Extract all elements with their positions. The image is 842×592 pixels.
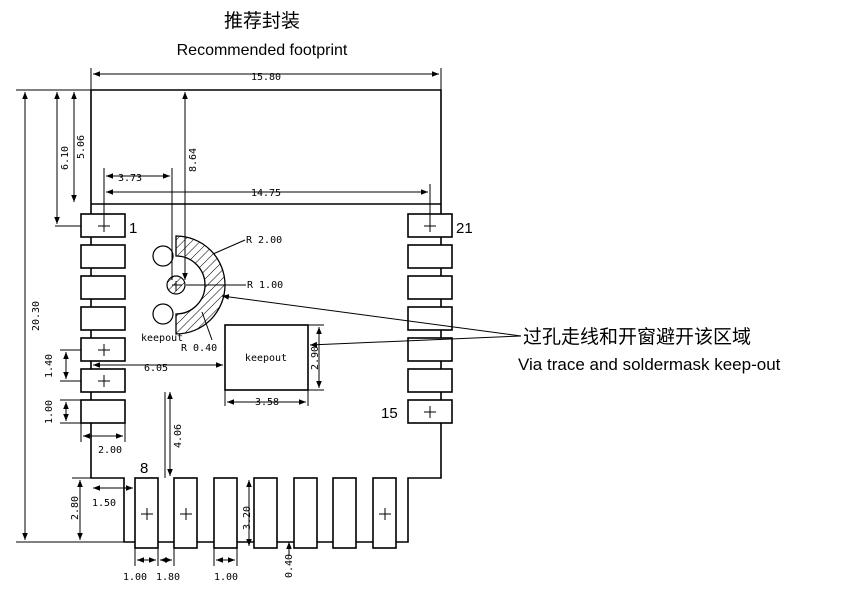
dim-pad-length-left: 2.00 [98, 445, 122, 456]
title-en: Recommended footprint [177, 42, 348, 59]
bottom-pad-crosses [141, 508, 391, 520]
leader-box [309, 335, 522, 348]
pin-21-label: 21 [456, 220, 473, 237]
annotation-cn: 过孔走线和开窗避开该区域 [523, 326, 751, 348]
dim-box-height: 2.90 [310, 346, 321, 370]
dim-bottom-pad-h: 3.20 [242, 506, 253, 530]
annotation-en: Via trace and soldermask keep-out [518, 355, 781, 374]
dim-pin1-offset: 3.73 [118, 173, 142, 184]
dim-bottom-pad-len: 2.80 [70, 496, 81, 520]
arc-keepout-label: keepout [141, 333, 183, 344]
arc-keepout [175, 235, 226, 335]
dim-bottom-pitch: 1.80 [156, 572, 180, 583]
dim-overall-height: 20.30 [31, 301, 42, 331]
pad-7 [80, 399, 126, 424]
bottom-pads [134, 477, 397, 549]
dim-overall-width: 15.80 [251, 72, 281, 83]
dim-bottom-pad-w: 1.00 [123, 572, 147, 583]
dim-radius-outer: R 2.00 [246, 235, 282, 246]
dim-box-offset: 6.05 [144, 363, 168, 374]
box-keepout [224, 324, 309, 391]
dim-pad-span: 14.75 [251, 188, 281, 199]
box-keepout-label: keepout [245, 353, 287, 364]
dim-bottom-pad-w2: 1.00 [214, 572, 238, 583]
dim-box-width: 3.58 [255, 397, 279, 408]
left-pads [80, 213, 126, 424]
dim-pitch-left: 1.40 [44, 354, 55, 378]
pin-8-label: 8 [140, 460, 148, 477]
leader-arc [221, 294, 522, 337]
title-cn: 推荐封装 [224, 10, 300, 32]
dim-top-to-pad: 6.10 [60, 146, 71, 170]
dim-radius-small: R 0.40 [181, 343, 217, 354]
dim-bottom-offset: 4.06 [173, 424, 184, 448]
pad-3 [80, 275, 126, 300]
dim-hole-offset: 8.64 [188, 148, 199, 172]
pad-2 [80, 244, 126, 269]
left-pad-crosses [98, 220, 110, 387]
pin-15-label: 15 [381, 405, 398, 422]
pad-4 [80, 306, 126, 331]
dim-top-to-line: 5.06 [76, 135, 87, 159]
dim-radius-inner: R 1.00 [247, 280, 283, 291]
right-pads [407, 213, 453, 424]
dim-bottom-gap: 0.40 [284, 554, 295, 578]
dim-pad-width-left: 1.00 [44, 400, 55, 424]
dim-bottom-step: 1.50 [92, 498, 116, 509]
pin-1-label: 1 [129, 220, 137, 237]
